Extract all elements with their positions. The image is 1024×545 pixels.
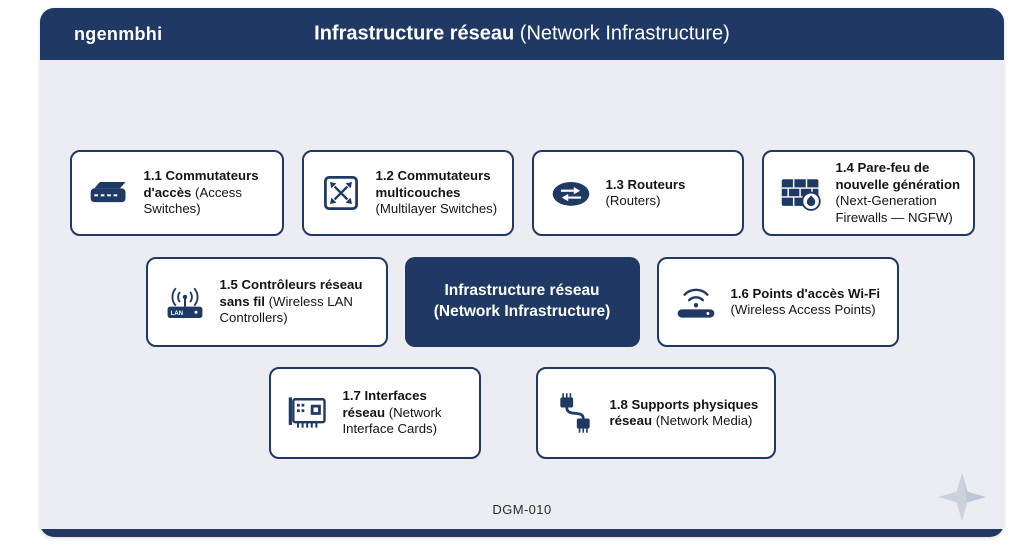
node-network-media: 1.8 Supports physiques réseau (Network M… [535,367,776,459]
node-subtitle: (Routers) [605,193,661,208]
node-title: 1.6 Points d'accès Wi-Fi [730,285,881,301]
network-interface-card-icon [283,391,333,435]
node-title: 1.2 Commutateurs multicouches [375,168,491,200]
node-subtitle: (Access Switches) [143,184,242,217]
node-wireless-access-points: 1.6 Points d'accès Wi-Fi (Wireless Acces… [656,257,899,347]
node-title: 1.4 Pare-feu de nouvelle génération [835,160,961,192]
node-title: 1.8 Supports physiques réseau [609,396,759,429]
diagram-row-1: 1.1 Commutateurs d'accès (Access Switche… [40,150,1004,236]
svg-text:LAN: LAN [170,311,182,317]
header-bar: ngenmbhi Infrastructure réseau (Network … [40,8,1004,60]
node-label: 1.4 Pare-feu de nouvelle génération (Nex… [836,160,961,226]
node-title: 1.1 Commutateurs d'accès [143,168,259,200]
node-title: 1.5 Contrôleurs réseau sans fil [219,277,363,309]
diagram-row-3: 1.7 Interfaces réseau (Network Interface… [40,367,1004,459]
node-subtitle: (Network Interface Cards) [342,404,442,437]
page-title-english: (Network Infrastructure) [514,22,730,45]
router-icon [546,171,596,215]
watermark-logo-icon [934,471,990,523]
page-title-french: Infrastructure réseau [314,22,515,45]
page-title: Infrastructure réseau (Network Infrastru… [314,23,730,46]
access-switch-icon [84,171,134,215]
center-node-network-infrastructure: Infrastructure réseau (Network Infrastru… [404,257,640,347]
node-subtitle: (Wireless Access Points) [730,302,876,317]
wireless-lan-controller-icon: LAN [160,280,210,324]
network-media-icon [550,391,600,435]
node-label: 1.7 Interfaces réseau (Network Interface… [343,388,467,438]
node-label: 1.1 Commutateurs d'accès (Access Switche… [144,168,270,218]
node-wireless-lan-controllers: LAN 1.5 Contrôleurs réseau sans fil (Wir… [145,257,388,347]
multilayer-switch-icon [316,171,366,215]
node-label: 1.6 Points d'accès Wi-Fi (Wireless Acces… [731,286,885,319]
node-multilayer-switches: 1.2 Commutateurs multicouches (Multilaye… [301,150,514,236]
node-subtitle: (Wireless LAN Controllers) [219,293,353,326]
node-access-switches: 1.1 Commutateurs d'accès (Access Switche… [69,150,284,236]
node-subtitle: (Next-Generation Firewalls — NGFW) [835,193,953,225]
node-title: 1.3 Routeurs [605,176,686,192]
node-label: 1.8 Supports physiques réseau (Network M… [610,397,762,430]
node-network-interface-cards: 1.7 Interfaces réseau (Network Interface… [268,367,481,459]
diagram-row-2: LAN 1.5 Contrôleurs réseau sans fil (Wir… [40,257,1004,347]
bottom-accent-bar [40,529,1004,537]
node-next-generation-firewalls: 1.4 Pare-feu de nouvelle génération (Nex… [761,150,975,236]
slide-card: ngenmbhi Infrastructure réseau (Network … [40,8,1004,537]
node-subtitle: (Network Media) [655,413,753,428]
firewall-icon [776,171,826,215]
center-node-title-english: (Network Infrastructure) [433,303,611,320]
document-id: DGM-010 [492,502,552,517]
node-label: 1.5 Contrôleurs réseau sans fil (Wireles… [220,277,374,327]
node-subtitle: (Multilayer Switches) [375,201,498,217]
node-label: 1.3 Routeurs (Routers) [606,177,730,210]
brand-logo: ngenmbhi [74,23,163,44]
node-label: 1.2 Commutateurs multicouches (Multilaye… [376,168,500,218]
center-node-title-french: Infrastructure réseau [444,282,600,300]
node-title: 1.7 Interfaces réseau [342,388,427,420]
node-routers: 1.3 Routeurs (Routers) [531,150,744,236]
diagram-canvas: 1.1 Commutateurs d'accès (Access Switche… [40,60,1004,529]
wifi-access-point-icon [671,280,721,324]
